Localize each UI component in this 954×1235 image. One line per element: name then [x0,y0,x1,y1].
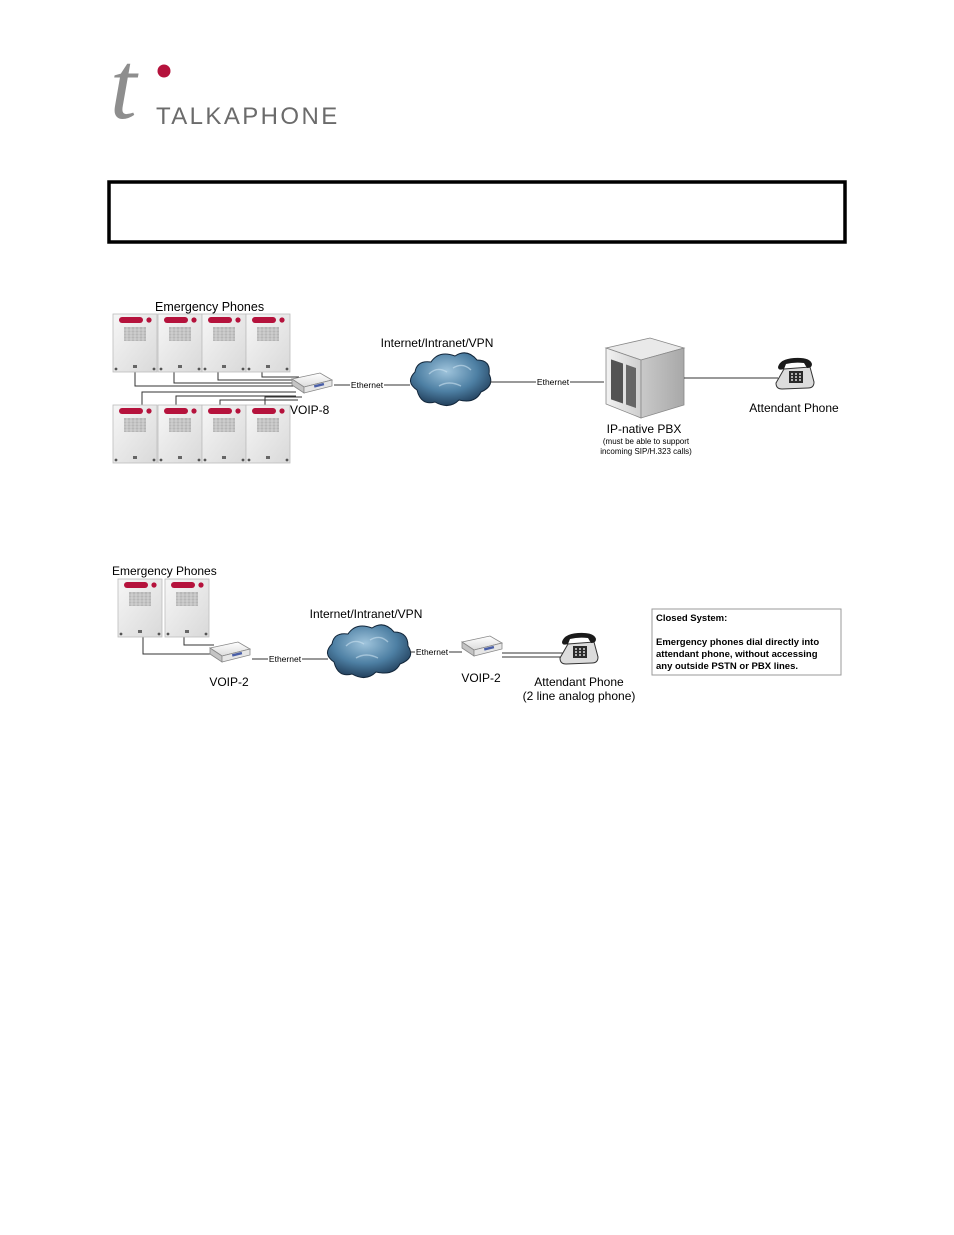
voip-8-label: VOIP-8 [290,403,330,417]
network-cloud-icon [410,352,492,406]
emergency-phone-panel-icon [157,404,203,464]
attendant-phone-label-2-line1: Attendant Phone [534,675,624,689]
emergency-phone-panel-icon [112,404,158,464]
emergency-phone-panel-icon [201,313,247,373]
desk-phone-icon [559,632,599,665]
ethernet-label-right-2: Ethernet [416,647,449,657]
ethernet-label-left: Ethernet [351,380,384,390]
voip-2-left-label: VOIP-2 [209,675,249,689]
talkaphone-logo: t TALKAPHONE [110,32,340,139]
logo-letter: t [110,32,139,139]
pbx-label: IP-native PBX [607,422,682,436]
logo-dot [157,64,171,78]
network-cloud-icon [327,624,412,678]
phone-cabling [134,372,302,406]
emergency-phone-panel-icon [245,404,291,464]
emergency-phone-panel-icon [112,313,158,373]
closed-system-note: Closed System: Emergency phones dial dir… [651,608,842,676]
voip-gateway-icon [291,372,333,394]
note-line1: Emergency phones dial directly into [656,637,819,648]
brand-name: TALKAPHONE [156,103,340,130]
diagram-ip-pbx: Emergency Phones VOIP-8 Ethernet [112,300,839,464]
emergency-phone-panel-icon [117,578,163,638]
voip-gateway-icon [461,635,503,657]
note-line3: any outside PSTN or PBX lines. [656,661,798,672]
pbx-note-line1: (must be able to support [603,437,690,446]
emergency-phone-panel-icon [157,313,203,373]
diagram-closed-system: Emergency Phones VOIP-2 Ethernet Interne… [112,564,842,703]
voip-2-right-label: VOIP-2 [461,671,501,685]
voip-gateway-icon [209,641,251,663]
header-box [107,180,847,244]
cloud-label-2: Internet/Intranet/VPN [310,607,423,621]
note-title: Closed System: [656,613,727,624]
pbx-server-icon [604,337,686,419]
pbx-note-line2: incoming SIP/H.323 calls) [600,447,692,456]
emergency-phone-panel-icon [245,313,291,373]
emergency-phones-label: Emergency Phones [155,300,264,314]
ethernet-label-right: Ethernet [537,377,570,387]
attendant-phone-label: Attendant Phone [749,401,839,415]
ethernet-label-left-2: Ethernet [269,654,302,664]
analog-lines [502,652,564,658]
emergency-phone-panel-icon [164,578,210,638]
cloud-label: Internet/Intranet/VPN [381,336,494,350]
note-line2: attendant phone, without accessing [656,649,818,660]
emergency-phones-label-2: Emergency Phones [112,564,217,578]
emergency-phone-panel-icon [201,404,247,464]
desk-phone-icon [775,357,815,390]
attendant-phone-label-2-line2: (2 line analog phone) [523,689,636,703]
phone-cabling-2 [142,636,214,655]
